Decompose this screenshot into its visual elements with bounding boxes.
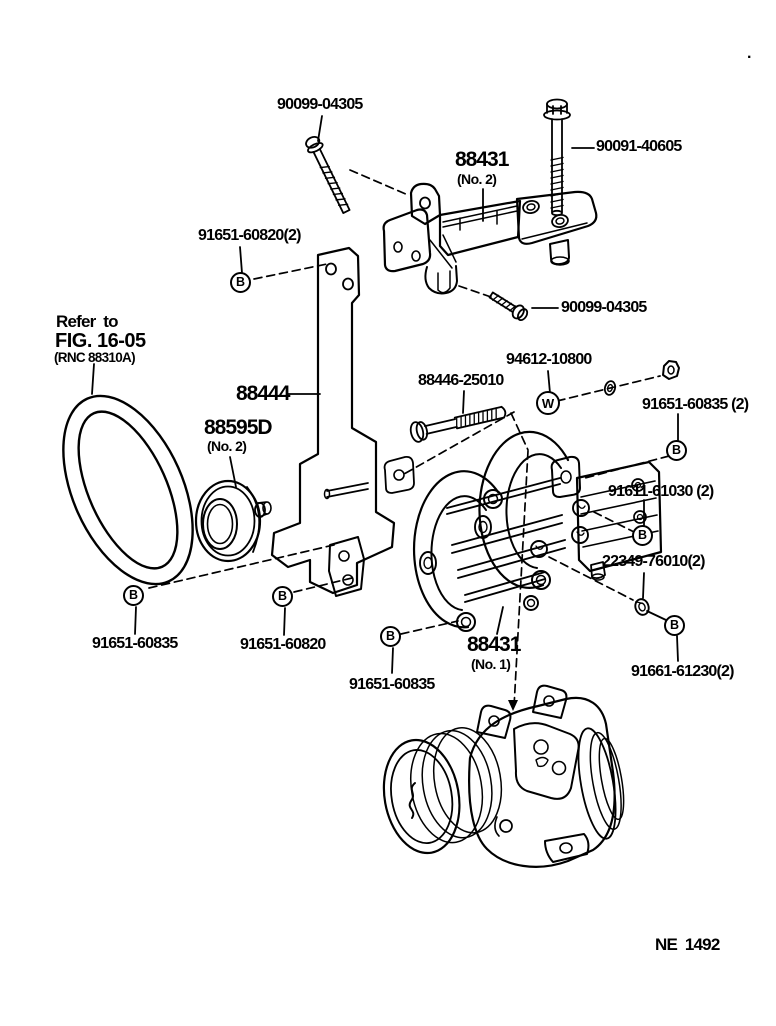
part-label-pulley-sub: (No. 2) [207,438,247,454]
part-label-bracket1: 88431 [467,633,521,656]
part-label-nut-lower-right: 91661-61230(2) [631,663,734,680]
ref-note-line2: FIG. 16-05 [55,330,146,352]
drive-belt [62,394,194,586]
part-label-bracket2: 88431 [455,148,509,171]
corner-mark: . [747,45,751,62]
part-label-washer-set: 94612-10800 [506,351,592,368]
bolt-90091-40605 [543,98,571,217]
part-label-pulley: 88595D [204,416,273,439]
callout-b-top-left: B [230,272,251,293]
bracket-88431-no1 [412,430,663,632]
assembly-arrow [508,700,518,711]
compressor [382,684,625,868]
part-label-bracket2-sub: (No. 2) [457,171,497,187]
part-label-nut-bottom-center: 91651-60835 [349,676,435,693]
callout-b-bottom-center: B [380,626,401,647]
bolt-90099-04305-top [305,135,351,214]
part-label-nut-top-left: 91651-60820(2) [198,227,301,244]
bolt-90099-04305-right [488,291,529,322]
dashed-axis-lines [148,169,670,708]
callout-b-right-lower: B [664,615,685,636]
nut-small [662,360,680,380]
ref-note-line3: (RNC 88310A) [54,350,136,365]
callout-b-bottom-left: B [123,585,144,606]
part-label-stud-pair: 22349-76010(2) [602,553,705,570]
part-label-bolt-top: 90099-04305 [277,96,363,113]
washer-ring [603,380,617,396]
part-label-plate: 88444 [236,382,290,405]
callout-b-right-mid: B [632,525,653,546]
lock-washer [634,598,650,616]
bracket-88431-no2 [382,182,598,295]
idler-pulley-88595d [194,479,272,563]
ref-note-line1: Refer to [56,312,119,331]
callout-w-washer: W [536,391,560,415]
part-label-bracket1-sub: (No. 1) [471,656,511,672]
part-label-bolt-stud: 88446-25010 [418,372,504,389]
leader-lines [91,115,679,674]
callout-b-bottom-mid: B [272,586,293,607]
figure-code: NE 1492 [655,935,720,954]
part-label-bolt-pair: 91611-61030 (2) [608,483,714,500]
mounting-plate-88444 [270,246,415,597]
callout-b-right-upper: B [666,440,687,461]
part-label-bolt-right: 90099-04305 [561,299,647,316]
part-label-nut-right: 91651-60835 (2) [642,396,749,413]
part-label-nut-bottom-left: 91651-60835 [92,635,178,652]
part-label-bolt-long: 90091-40605 [596,138,682,155]
bolt-88446-25010 [409,405,507,443]
part-label-nut-bottom-mid: 91651-60820 [240,636,326,653]
